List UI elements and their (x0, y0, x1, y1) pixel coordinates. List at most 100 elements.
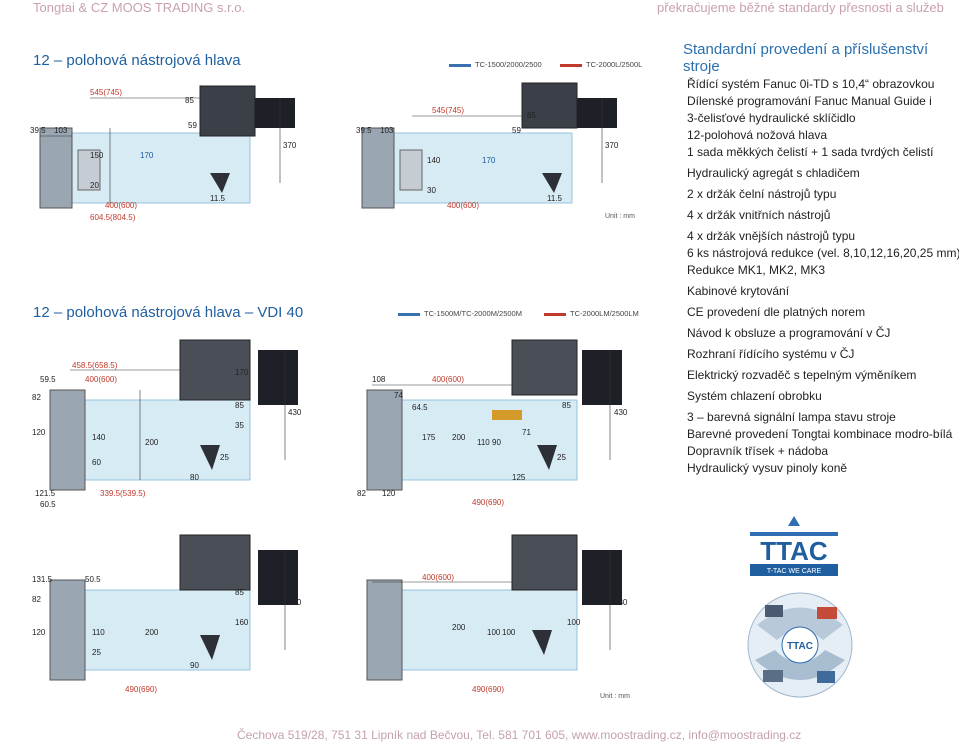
dim-label: 85 (235, 588, 244, 597)
product-collage-graphic: TTAC (747, 592, 853, 698)
dim-label: 35 (235, 421, 244, 430)
dim-label: 59.5 (40, 375, 56, 384)
dim-label: 59 (512, 126, 521, 135)
dim-label: 120 (32, 428, 46, 437)
dim-label: 490(690) (472, 685, 504, 694)
equipment-item: Návod k obsluze a programování v ČJ (687, 326, 891, 340)
dim-label: 400(600) (432, 375, 464, 384)
dim-label: 140 (427, 156, 441, 165)
dim-label: 30 (427, 186, 436, 195)
equipment-item: Elektrický rozvaděč s tepelným výměníkem (687, 368, 917, 382)
dim-label: 200 (452, 623, 466, 632)
dim-label: 545(745) (90, 88, 122, 97)
equipment-title: Standardní provedení a příslušenství str… (683, 41, 929, 75)
dim-label: 90 (492, 438, 501, 447)
equipment-item: 4 x držák vnitřních nástrojů (687, 208, 831, 222)
legend-mid-right: TC-2000LM/2500LM (570, 309, 639, 318)
legend-top-right: TC-2000L/2500L (586, 60, 643, 69)
equipment-item: Hydraulický agregát s chladičem (687, 166, 860, 180)
equipment-item: Barevné provedení Tongtai kombinace modr… (687, 427, 953, 441)
dim-label: 160 (235, 618, 249, 627)
legend-swatch-blue (449, 64, 471, 67)
equipment-item: 4 x držák vnějších nástrojů typu (687, 229, 856, 243)
dim-label: 545(745) (432, 106, 464, 115)
equipment-item: 1 sada měkkých čelistí + 1 sada tvrdých … (687, 145, 934, 159)
dim-label: 39.5 (30, 126, 46, 135)
dim-label: 370 (283, 141, 297, 150)
legend-swatch-blue-2 (398, 313, 420, 316)
turret-diagram-1: 545(745) 85 39.5 103 170 150 20 400(600)… (30, 85, 297, 222)
equipment-item: CE provedení dle platných norem (687, 305, 866, 319)
dim-label: 85 (235, 401, 244, 410)
dim-label: 100 (567, 618, 581, 627)
dim-label: 110 (92, 628, 105, 637)
dim-label: 490(690) (125, 685, 157, 694)
dim-label: 430 (614, 408, 628, 417)
dim-label: 60 (92, 458, 101, 467)
dim-label: 430 (614, 598, 628, 607)
dim-label: 25 (220, 453, 229, 462)
equipment-item: Systém chlazení obrobku (687, 389, 822, 403)
turret-diagram-4: 108 400(600) 74 64.5 175 200 110 90 71 1… (357, 339, 628, 507)
dim-label: 103 (380, 126, 394, 135)
equipment-item: 6 ks nástrojová redukce (vel. 8,10,12,16… (687, 246, 959, 260)
turret-diagram-6: 400(600) 100 100 200 490(690) 430 100 Un… (366, 534, 630, 700)
ttac-logo: TTAC T-TAC WE CARE (748, 516, 840, 585)
dim-label: 20 (90, 181, 99, 190)
dim-label: 110 (477, 438, 490, 447)
dim-label: 400(600) (447, 201, 479, 210)
dim-label: 400(600) (422, 573, 454, 582)
dim-label: 80 (190, 473, 199, 482)
equipment-item: Hydraulický vysuv pinoly koně (687, 461, 848, 475)
equipment-item: Redukce MK1, MK2, MK3 (687, 263, 826, 277)
dim-label: 71 (522, 428, 531, 437)
dim-label: 74 (394, 391, 403, 400)
dim-label: 82 (32, 393, 41, 402)
dim-label: 175 (422, 433, 436, 442)
turret-diagram-5: 131.5 50.5 82 120 90 110 25 200 490(690)… (32, 534, 302, 694)
dim-label: 85 (562, 401, 571, 410)
equipment-item: Rozhraní řídícího systému v ČJ (687, 347, 855, 361)
ttac-logo-mark: TTAC T-TAC WE CARE (750, 516, 838, 576)
dim-label: 120 (382, 489, 396, 498)
dim-label: 430 (288, 408, 302, 417)
collage-logo-text: TTAC (787, 641, 813, 652)
dim-label: 200 (145, 438, 159, 447)
legend-swatch-red-2 (544, 313, 566, 316)
dim-label: 11.5 (547, 194, 563, 203)
legend-mid-left: TC-1500M/TC-2000M/2500M (424, 309, 522, 318)
dim-label: 125 (512, 473, 526, 482)
dim-label: 604.5(804.5) (90, 213, 136, 222)
dim-label: 131.5 (32, 575, 53, 584)
dim-label: 85 (185, 96, 194, 105)
dim-label: 170 (140, 151, 154, 160)
dim-label: 458.5(658.5) (72, 361, 118, 370)
dim-label: 200 (145, 628, 159, 637)
dim-label: 370 (605, 141, 619, 150)
dim-label: 59 (188, 121, 197, 130)
dim-label: 25 (557, 453, 566, 462)
equipment-item: 12-polohová nožová hlava (687, 128, 828, 142)
dim-label: 60.5 (40, 500, 56, 509)
equipment-item: Dopravník třísek + nádoba (687, 444, 829, 458)
company-name: Tongtai & CZ MOOS TRADING s.r.o. (33, 0, 246, 15)
legend-swatch-red (560, 64, 582, 67)
unit-label: Unit : mm (605, 213, 635, 220)
equipment-item: 3-čelisťové hydraulické sklíčidlo (687, 111, 856, 125)
dim-label: 82 (357, 489, 366, 498)
dim-label: 39.5 (356, 126, 372, 135)
dim-label: 490(690) (472, 498, 504, 507)
dim-label: 200 (452, 433, 466, 442)
section-title-turret12-vdi: 12 – polohová nástrojová hlava – VDI 40 (33, 304, 304, 321)
dim-label: 100 (487, 628, 501, 637)
dim-label: 50.5 (85, 575, 101, 584)
dim-label: 25 (92, 648, 101, 657)
dim-label: 100 (502, 628, 516, 637)
dim-label: 121.5 (35, 489, 56, 498)
dim-label: 400(600) (85, 375, 117, 384)
dim-label: 82 (32, 595, 41, 604)
dim-label: 170 (482, 156, 496, 165)
dim-label: 90 (190, 661, 199, 670)
dim-label: 140 (92, 433, 106, 442)
dim-label: 430 (288, 598, 302, 607)
